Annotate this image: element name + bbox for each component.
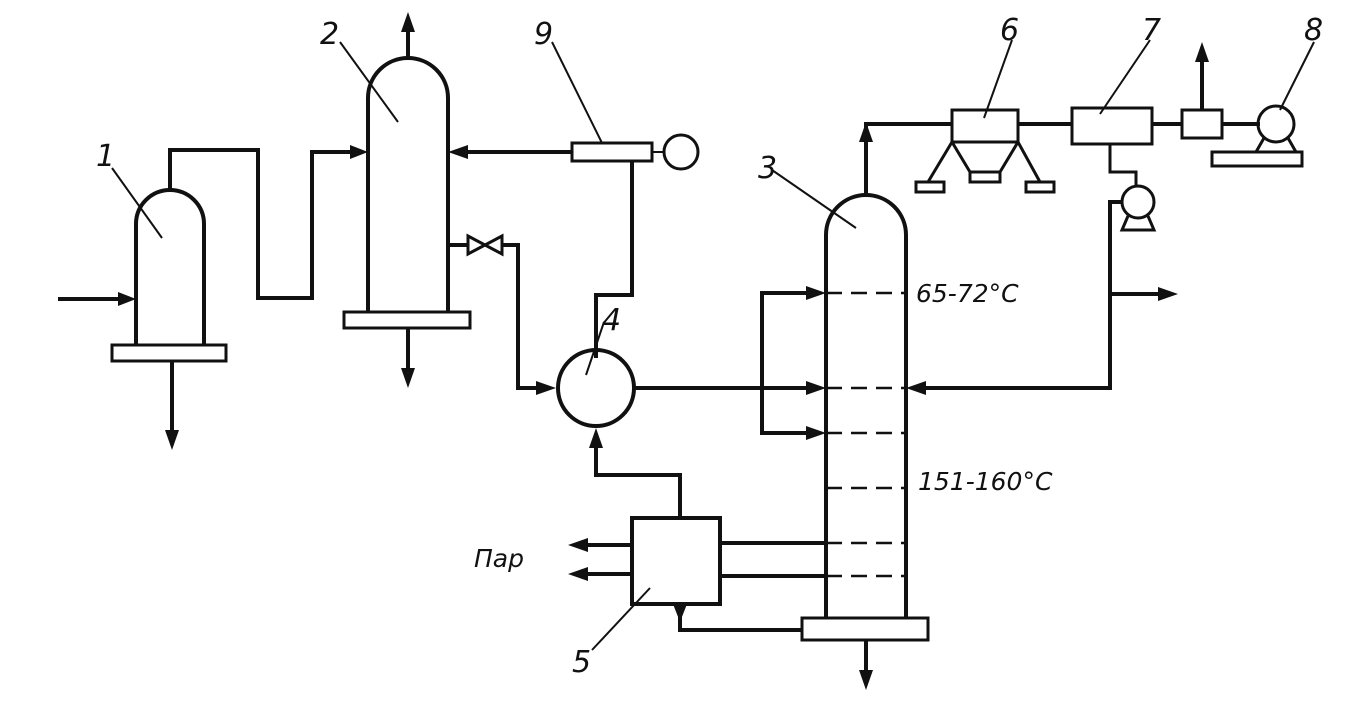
leader-lines bbox=[111, 39, 1315, 651]
heat-exchanger-4 bbox=[556, 348, 636, 428]
pipe-9-to-2 bbox=[448, 145, 572, 159]
label-5: 5 bbox=[572, 645, 591, 680]
label-6: 6 bbox=[1000, 13, 1019, 48]
feed-inlet-arrow bbox=[58, 292, 136, 306]
pipes-column-to-5 bbox=[720, 541, 826, 578]
reboiler-5 bbox=[630, 516, 722, 606]
condenser-7 bbox=[1070, 106, 1154, 146]
vessel-2 bbox=[342, 56, 472, 330]
column-bottom-outlet-arrow bbox=[859, 640, 873, 690]
distillate-outlet-arrow bbox=[1110, 287, 1178, 301]
pipe-9-to-4 bbox=[594, 161, 634, 358]
label-2: 2 bbox=[320, 17, 339, 52]
pipe-4-to-column bbox=[634, 381, 826, 395]
column-feed-branches bbox=[760, 286, 826, 440]
label-3: 3 bbox=[758, 151, 777, 186]
column-trays bbox=[826, 291, 906, 578]
temperature-top: 65-72°C bbox=[916, 279, 1019, 308]
reflux-line bbox=[1108, 144, 1138, 186]
vessel-1 bbox=[110, 188, 228, 363]
pipe-column-to-6 bbox=[859, 122, 952, 195]
label-9: 9 bbox=[534, 17, 553, 52]
pipe-7-to-separator bbox=[1152, 108, 1260, 140]
vessel-2-top-vent-arrow bbox=[401, 12, 415, 58]
pipe-2-to-4 bbox=[448, 243, 556, 395]
separator-6 bbox=[914, 108, 1056, 194]
pipe-5-to-4 bbox=[589, 428, 682, 518]
vacuum-pump-8 bbox=[1210, 104, 1304, 168]
steam-label: Пар bbox=[474, 544, 524, 573]
pipe-column-bottom-to-5 bbox=[673, 604, 802, 632]
label-8: 8 bbox=[1304, 13, 1323, 48]
vessel-1-bottom-outlet-arrow bbox=[165, 361, 179, 450]
ejector-9 bbox=[570, 133, 700, 171]
vent-arrow bbox=[1195, 42, 1209, 110]
label-4: 4 bbox=[602, 303, 621, 338]
steam-outlet-arrows bbox=[568, 538, 632, 581]
valve bbox=[466, 233, 504, 257]
pipe-1-to-2 bbox=[168, 145, 368, 300]
label-7: 7 bbox=[1142, 13, 1161, 48]
temperature-bottom: 151-160°C bbox=[918, 467, 1053, 496]
distillation-column-3 bbox=[800, 193, 930, 642]
reflux-pump bbox=[1119, 184, 1157, 232]
label-1: 1 bbox=[96, 139, 115, 174]
vessel-2-bottom-outlet-arrow bbox=[401, 328, 415, 388]
